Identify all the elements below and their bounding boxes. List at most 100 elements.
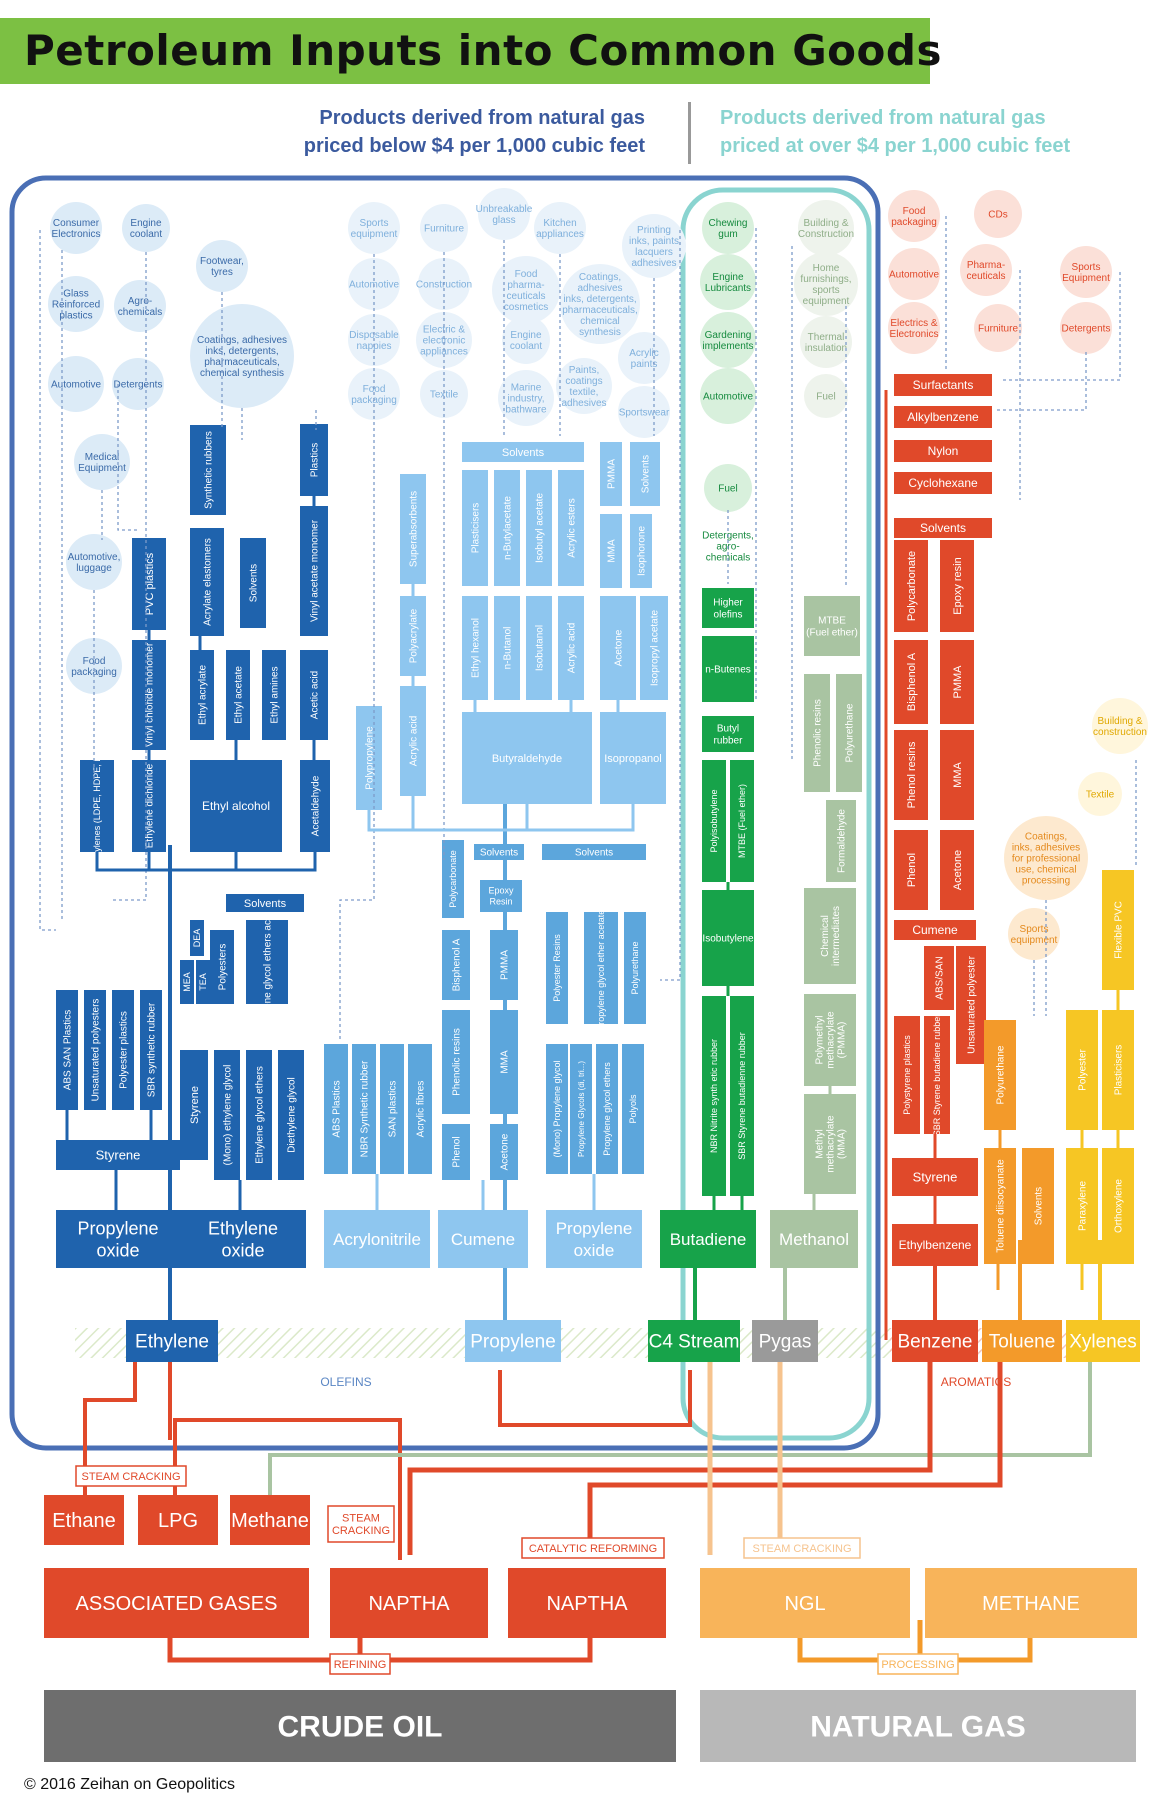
products-solvents-r-box — [894, 518, 992, 538]
products-acrylic-esters-label: Acrylic esters — [567, 498, 578, 557]
products-sbr-b-label: SBR Styrene butadienne rubber — [737, 1032, 747, 1160]
end-uses-building-1-line-2: Construction — [798, 229, 854, 240]
process-labels-refining-label: REFINING — [334, 1659, 387, 1671]
products-mma-c-text: MMA — [500, 1050, 511, 1074]
end-uses-pharma-label: Pharma-ceuticals — [967, 260, 1006, 282]
end-uses-sports-equipment-3-line-1: Sports — [1020, 924, 1049, 935]
feedstocks-xylenes-text: Xylenes — [1069, 1332, 1137, 1353]
feedstocks-c4-stream-label: C4 Stream — [649, 1332, 740, 1353]
products-n-butenes-box — [702, 636, 754, 702]
products-ethyl-hexanol-label: Ethyl hexanol — [471, 618, 482, 678]
process-labels-olefins-label: OLEFINS — [320, 1375, 371, 1389]
process-labels-steam-cracking-2-line-1: STEAM — [342, 1513, 380, 1525]
feedstocks-xylenes-box — [1066, 1320, 1140, 1362]
products-sbr-l-label: SBR synthetic rubber — [147, 1002, 158, 1097]
products-sbr-b-box — [730, 996, 754, 1196]
products-phenol-r-box — [894, 830, 928, 910]
products-butyl-rubber-line-1: Butyl — [717, 724, 739, 735]
end-uses-marine-line-3: bathware — [505, 405, 547, 416]
feedstocks-benzene-text: Benzene — [897, 1332, 972, 1353]
products-cumene-r-label: Cumene — [912, 923, 958, 937]
products-sbr-r-text: SBR Styrene butadiene rubber — [932, 1014, 942, 1137]
products-plasticisers-label: Plasticisers — [471, 503, 482, 554]
products-phenol-r-text: Phenol — [906, 853, 918, 887]
products-pmma-p-text: PMMA — [607, 459, 618, 489]
page-title: Petroleum Inputs into Common Goods — [24, 26, 942, 75]
end-uses-engine-coolant-2-line-2: coolant — [510, 341, 542, 352]
base-methane-label: Methane — [231, 1510, 309, 1532]
products-vam-box — [300, 506, 328, 636]
products-mtbe-m-line-2: (Fuel ether) — [806, 628, 858, 639]
end-uses-consumer-electronics-line-1: Consumer — [53, 218, 100, 229]
products-isopropyl-acetate-label: Isopropyl acetate — [650, 609, 661, 686]
feedstocks-propylene-box — [465, 1320, 561, 1362]
products-acetic-acid-text: Acetic acid — [310, 671, 321, 719]
end-uses-textile-1-text: Textile — [430, 390, 459, 401]
end-uses-cds-label: CDs — [988, 210, 1007, 221]
products-isopropanol-box — [600, 712, 666, 804]
end-uses-coatings-mid-line-3: inks, detergents, — [563, 294, 636, 305]
end-uses-building-1-bubble — [798, 200, 854, 256]
products-solvents-t-text: Solvents — [1034, 1187, 1045, 1225]
end-uses-electrics-label: Electrics &Electronics — [890, 318, 939, 340]
base-natural-gas-box — [700, 1690, 1136, 1762]
connector-line — [83, 1340, 137, 1515]
products-acrylic-esters-box — [558, 470, 584, 586]
end-uses-coatings-pro-line-2: inks, adhesives — [1012, 843, 1080, 854]
products-surfactants-label: Surfactants — [913, 378, 974, 392]
products-phenolic-resins-c-text: Phenolic resins — [452, 1028, 463, 1096]
products-pmma-r-text: PMMA — [952, 665, 964, 699]
end-uses-coatings-mid-line-6: synthesis — [579, 327, 621, 338]
products-polycarbonate-r-box — [894, 540, 928, 632]
products-unsat-poly-r-label: Unsaturated polyester — [967, 955, 978, 1054]
base-methane-ng-label: METHANE — [982, 1593, 1080, 1615]
products-higher-olefins-line-1: Higher — [713, 598, 743, 609]
products-butyl-rubber-box — [702, 716, 754, 752]
products-synthetic-rubbers-text: Synthetic rubbers — [204, 431, 215, 509]
end-uses-textile-2-bubble — [1078, 772, 1122, 816]
products-plastics-label: Plastics — [310, 443, 321, 477]
products-mea-text: MEA — [182, 972, 192, 992]
end-uses-paints-coatings-line-1: Paints, — [569, 365, 600, 376]
end-uses-coatings-big-line-1: Coatings, adhesives — [197, 335, 287, 346]
intermediates-cumene-box — [438, 1210, 528, 1268]
products-alkylbenzene-box — [894, 406, 992, 428]
products-plasticisers-x-box — [1102, 1010, 1134, 1130]
products-eg-ethers-text: Ethylene glycol ethers — [255, 1066, 266, 1164]
end-uses-unbreakable-glass-bubble — [478, 188, 530, 240]
products-mma-p-label: MMA — [607, 539, 618, 563]
products-pmma-p-label: PMMA — [607, 459, 618, 489]
products-ethylene-dichloride-label: Ethylene dichloride — [145, 763, 156, 848]
end-uses-coatings-mid-line-1: Coatings, — [579, 272, 621, 283]
products-isopropyl-acetate-text: Isopropyl acetate — [650, 609, 661, 686]
products-nbr-box — [352, 1044, 376, 1174]
products-eg-ethers-label: Ethylene glycol ethers — [255, 1066, 266, 1164]
products-mono-eg-label: (Mono) ethylene glycol — [223, 1065, 234, 1166]
end-uses-electrics-line-1: Electrics & — [890, 318, 938, 329]
intermediates-methanol-box — [770, 1210, 858, 1268]
products-synthetic-rubbers-box — [190, 425, 226, 515]
connector-line — [996, 352, 1087, 411]
products-polyisobutylene-box — [702, 760, 726, 882]
products-chemical-intermediates-box — [804, 888, 856, 984]
process-labels-processing-tag — [877, 1653, 959, 1675]
end-uses-detergents-2-bubble — [1060, 302, 1112, 354]
end-uses-printing-inks-line-2: inks, paints — [629, 236, 679, 247]
connector-line — [367, 804, 635, 832]
products-pmma-c-text: PMMA — [500, 950, 511, 980]
products-polystyrene-box — [894, 1016, 920, 1134]
intermediates-ethylene-oxide-line-2: oxide — [221, 1240, 264, 1260]
products-acetaldehyde-box — [300, 760, 330, 852]
products-solvents-eo-label: Solvents — [244, 898, 287, 910]
products-pg-ether-acetates-box — [584, 912, 618, 1024]
products-alkylbenzene-label: Alkylbenzene — [907, 410, 979, 424]
end-uses-chewing-gum-bubble — [702, 202, 754, 254]
base-methane-ng-text: METHANE — [982, 1593, 1080, 1615]
connector-line — [1000, 272, 1121, 381]
products-polyurethane-m-box — [836, 674, 862, 792]
